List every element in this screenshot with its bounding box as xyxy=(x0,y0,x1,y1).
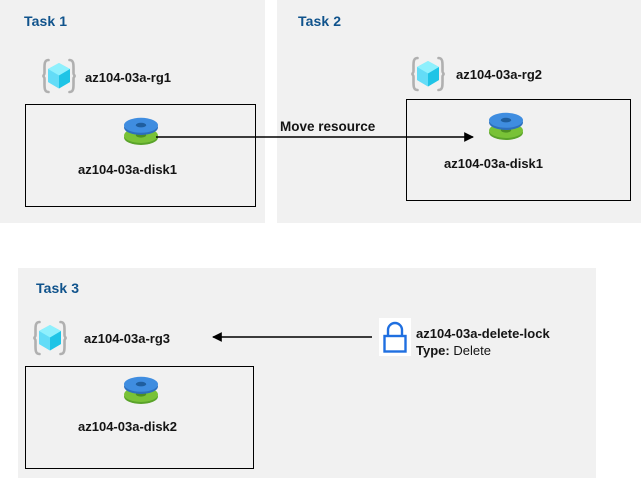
panel-task-1 xyxy=(0,0,265,223)
lock-type-key: Type: xyxy=(416,343,450,358)
resource-container-task-2 xyxy=(406,99,631,201)
lock-type-value: Delete xyxy=(453,343,491,358)
task-1-heading: Task 1 xyxy=(24,13,68,29)
lock-name-label: az104-03a-delete-lock xyxy=(416,326,550,341)
resource-label-disk2-task3: az104-03a-disk2 xyxy=(78,419,178,434)
managed-disk-icon xyxy=(119,372,163,412)
managed-disk-icon xyxy=(484,108,528,148)
padlock-icon xyxy=(379,318,411,356)
resource-container-task-1 xyxy=(25,104,256,207)
task-2-heading: Task 2 xyxy=(298,13,342,29)
managed-disk-icon xyxy=(119,113,163,153)
resource-group-icon xyxy=(39,56,79,96)
resource-group-label-rg2: az104-03a-rg2 xyxy=(456,67,542,82)
task-3-heading: Task 3 xyxy=(36,280,80,296)
move-resource-label: Move resource xyxy=(280,119,376,134)
lock-type-label: Type: Delete xyxy=(416,343,491,358)
panel-task-2 xyxy=(277,0,641,223)
resource-group-label-rg3: az104-03a-rg3 xyxy=(84,331,170,346)
resource-label-disk1-task2: az104-03a-disk1 xyxy=(444,156,544,171)
resource-group-icon xyxy=(408,54,448,94)
resource-group-label-rg1: az104-03a-rg1 xyxy=(85,70,171,85)
resource-container-task-3 xyxy=(25,366,254,469)
resource-label-disk1-task1: az104-03a-disk1 xyxy=(78,162,178,177)
panel-task-3 xyxy=(18,268,596,478)
resource-group-icon xyxy=(30,318,70,358)
